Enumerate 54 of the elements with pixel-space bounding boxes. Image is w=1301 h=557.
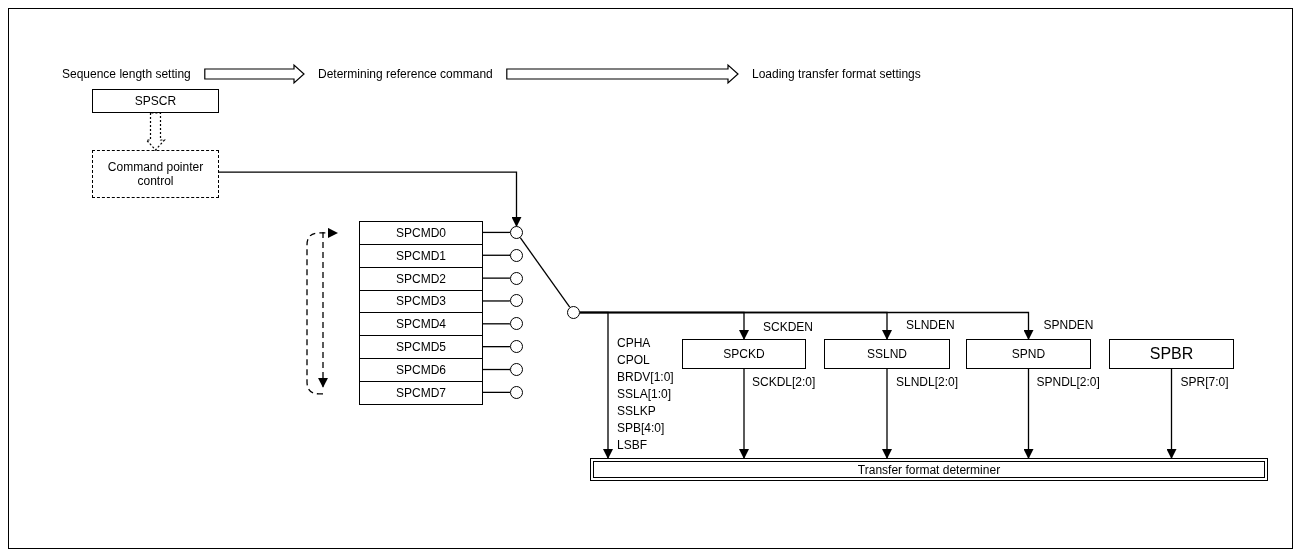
register-box: SSLND (824, 339, 950, 369)
step-heading: Sequence length setting (62, 66, 191, 82)
connector-line (482, 346, 511, 348)
switch-contact (510, 340, 523, 354)
switch-contact (567, 306, 580, 319)
switch-contact (510, 363, 523, 376)
step-heading: Determining reference command (318, 66, 493, 82)
switch-contact (510, 317, 523, 331)
signal-label: SCKDL[2:0] (752, 374, 816, 391)
switch-contact (510, 271, 523, 285)
signal-label: SPNDEN (1043, 316, 1094, 334)
register-row: SPCMD1 (359, 243, 483, 268)
signal-label: SPR[7:0] (1180, 374, 1229, 391)
switch-contact (510, 248, 523, 262)
signal-label: SLNDL[2:0] (896, 374, 959, 391)
connector-line (482, 368, 511, 371)
connector-line (482, 300, 511, 302)
connector-line (482, 231, 511, 234)
switch-contact (510, 385, 523, 399)
register-box: SPCKD (682, 339, 806, 369)
arrow (1023, 368, 1034, 459)
register-row: SPCMD7 (359, 380, 483, 405)
connector-line (482, 391, 511, 394)
arrow (882, 368, 892, 459)
register-row: SPCMD2 (359, 266, 483, 291)
arrow (218, 171, 522, 227)
register-row: SPCMD6 (359, 358, 483, 382)
connector-line (482, 323, 511, 325)
arrow (739, 368, 749, 459)
register-box: SPSCR (92, 89, 219, 113)
determiner-block: Transfer format determiner (590, 458, 1268, 481)
register-box: SPND (966, 339, 1091, 369)
arrow (1166, 368, 1177, 459)
register-row: SPCMD0 (359, 221, 483, 245)
switch-contact (510, 294, 523, 308)
block-arrow (506, 63, 739, 85)
connector-line (482, 254, 511, 256)
signal-label: CPHA CPOL BRDV[1:0] SSLA[1:0] SSLKP SPB[4:0] LSBF (617, 334, 674, 454)
step-heading: Loading transfer format settings (752, 66, 921, 82)
register-row: SPCMD5 (359, 335, 483, 360)
loop-arrow (306, 227, 338, 395)
register-row: SPCMD3 (359, 289, 483, 314)
connector-line (482, 277, 511, 279)
switch-contact (510, 225, 523, 239)
control-block: Command pointer control (92, 150, 219, 198)
signal-label: SLNDEN (906, 316, 955, 334)
connector-line (519, 237, 571, 308)
arrow (579, 311, 613, 459)
register-row: SPCMD4 (359, 312, 483, 337)
block-arrow (145, 112, 166, 151)
signal-label: SPNDL[2:0] (1036, 374, 1100, 391)
register-box: SPBR (1109, 339, 1234, 369)
signal-label: SCKDEN (763, 318, 813, 336)
block-arrow (204, 63, 305, 85)
